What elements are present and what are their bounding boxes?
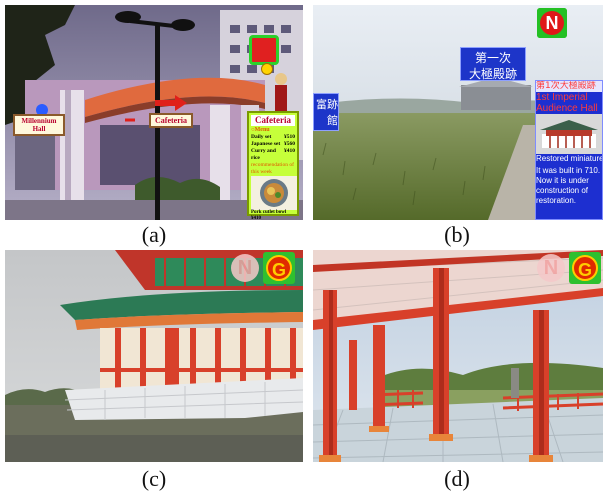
menu-item: Curry and rice ¥410 — [251, 148, 295, 162]
card-footer: Pork cutlet bowl ¥410 — [251, 210, 287, 220]
north-letter: N — [540, 11, 564, 35]
menu-item-name: Curry and rice — [251, 148, 276, 161]
panel-d-north-badge[interactable]: N — [537, 254, 565, 282]
food-photo — [251, 176, 297, 210]
panel-a-sign-cafeteria[interactable]: Cafeteria — [149, 113, 193, 128]
panel-d: N G — [313, 250, 603, 462]
menu-item-price: ¥510 — [284, 134, 295, 140]
info-title-en-1: 1st Imperial — [536, 92, 588, 103]
panel-a-sign-hall[interactable]: Millennium Hall — [13, 114, 65, 136]
card-menu-label: ○Menu — [251, 127, 270, 133]
panel-c-guide-badge[interactable]: G — [263, 252, 295, 284]
center-sign-line1: 第一次 — [474, 51, 511, 65]
miniature-photo — [536, 114, 602, 154]
info-body: It was built in 710. Now it is under con… — [536, 166, 601, 205]
caption-d: (d) — [444, 466, 470, 491]
left-sign-line2: 館 — [327, 114, 338, 127]
caption-a: (a) — [141, 222, 167, 247]
panel-c-scene — [5, 250, 303, 462]
panel-b-left-sign[interactable]: 富跡 館 — [313, 93, 339, 131]
info-caption: Restored miniature — [536, 154, 603, 163]
info-title-jp: 第1次大極殿跡 — [536, 81, 602, 92]
card-title: Cafeteria — [251, 115, 295, 126]
panel-b-info-panel[interactable]: 第1次大極殿跡 1st Imperial Audience Hall Resto… — [535, 80, 603, 220]
panel-b-center-sign[interactable]: 第一次 大極殿跡 — [460, 47, 526, 81]
caption-c: (c) — [141, 466, 167, 491]
panel-b: N 第一次 大極殿跡 富跡 館 第1次大極殿跡 1st Imperial Aud… — [313, 5, 603, 220]
menu-item: Japanese set¥560 — [251, 141, 295, 148]
menu-item-price: ¥560 — [284, 141, 295, 147]
panel-a-nav-icon[interactable] — [249, 35, 279, 65]
menu-item-price: ¥410 — [284, 148, 295, 154]
panel-b-north-badge[interactable]: N — [537, 8, 567, 38]
card-recommend: recommendation of this week — [251, 162, 294, 175]
panel-a-location-icon — [261, 63, 273, 75]
menu-item-name: Daily set — [251, 134, 272, 140]
panel-a: Millennium Hall Cafeteria Cafeteria ○Men… — [5, 5, 303, 220]
panel-d-guide-badge[interactable]: G — [569, 252, 601, 284]
panel-c-north-badge[interactable]: N — [231, 254, 259, 282]
center-sign-line2: 大極殿跡 — [468, 67, 517, 81]
left-sign-line1: 富跡 — [316, 98, 338, 111]
caption-b: (b) — [444, 222, 470, 247]
guide-letter: G — [572, 255, 598, 281]
menu-item: Daily set ¥510 — [251, 134, 295, 141]
panel-d-scene — [313, 250, 603, 462]
guide-letter: G — [266, 255, 292, 281]
panel-c: N G — [5, 250, 303, 462]
menu-item-name: Japanese set — [251, 141, 281, 147]
info-title-en-2: Audience Hall — [536, 103, 598, 114]
